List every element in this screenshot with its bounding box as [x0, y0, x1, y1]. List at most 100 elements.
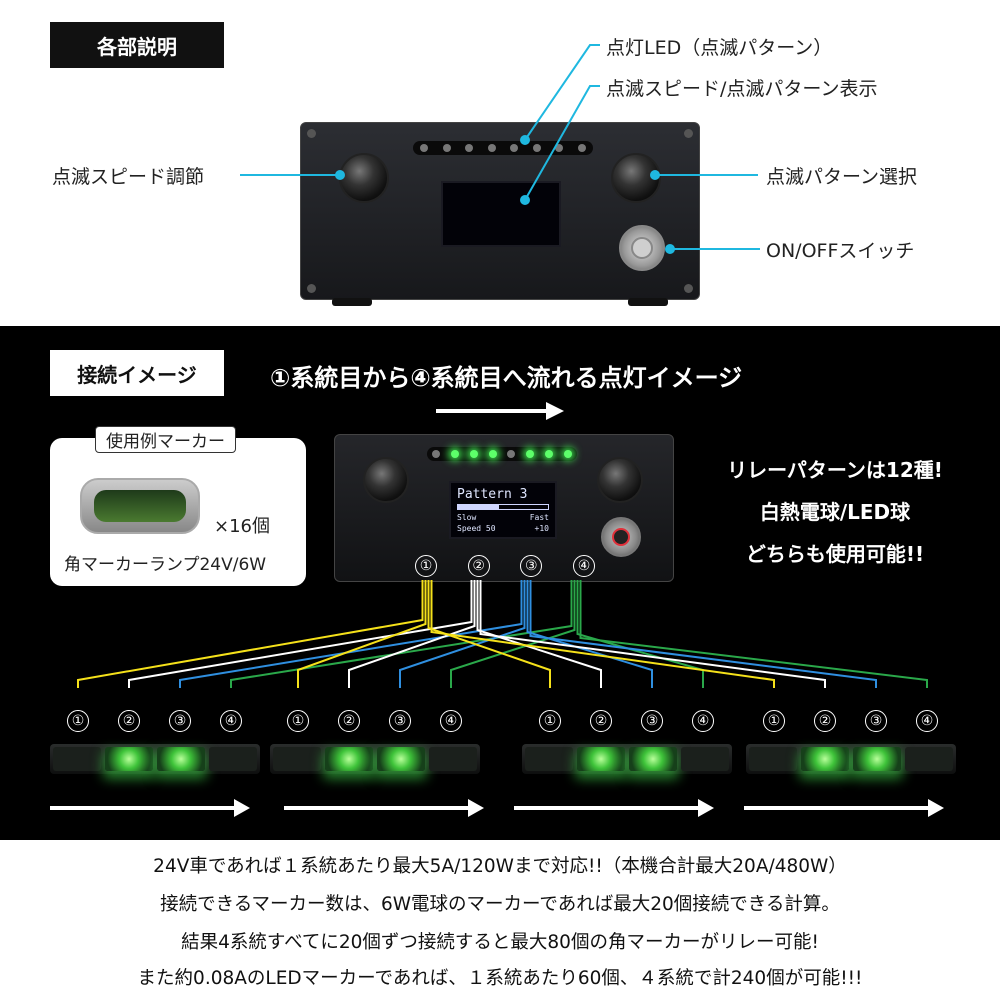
marker-group-label: ③ — [865, 710, 887, 732]
led-indicator — [526, 450, 535, 458]
led-indicator — [532, 144, 541, 152]
led-indicator — [510, 144, 519, 152]
display-screen — [441, 181, 561, 247]
led-indicator — [544, 450, 553, 458]
device-port-label: ④ — [572, 555, 595, 577]
device-port-label: ① — [415, 555, 437, 577]
flow-arrow-icon — [928, 799, 944, 817]
wiring-diagram — [77, 580, 928, 688]
speed-knob[interactable] — [363, 457, 409, 503]
example-multiplier: ×16個 — [214, 516, 270, 537]
marker-lamp — [157, 747, 205, 771]
marker-group-label: ③ — [641, 710, 663, 732]
flow-headline: ①系統目から④系統目へ流れる点灯イメージ — [270, 364, 743, 392]
bottom-text-2: 接続できるマーカー数は、6W電球のマーカーであれば最大20個接続できる計算。 — [160, 894, 840, 915]
callout-lines — [240, 44, 760, 254]
pattern-knob[interactable] — [597, 457, 643, 503]
device-foot — [332, 298, 372, 306]
led-indicator — [488, 450, 497, 458]
device-port-label: ③ — [520, 555, 543, 577]
flow-arrow-icon — [234, 799, 250, 817]
power-switch[interactable] — [619, 225, 665, 271]
led-bar — [413, 141, 593, 155]
screen-pattern: Pattern 3 — [457, 487, 528, 502]
marker-lamp — [681, 747, 729, 771]
marker-strip — [746, 744, 956, 774]
device-foot — [628, 298, 668, 306]
callout-display: 点滅スピード/点滅パターン表示 — [606, 78, 878, 100]
marker-lamp — [749, 747, 797, 771]
led-bar-lit — [427, 447, 577, 461]
marker-lamp — [377, 747, 425, 771]
marker-strip — [270, 744, 480, 774]
marker-group-label: ③ — [389, 710, 411, 732]
relay-pattern-text: リレーパターンは12種! — [727, 458, 943, 482]
callout-pattern: 点滅パターン選択 — [766, 166, 918, 188]
marker-group-label: ② — [118, 710, 140, 732]
led-indicator — [420, 144, 429, 152]
headline-arrow-icon — [436, 402, 564, 420]
led-indicator — [442, 144, 451, 152]
led-indicator — [577, 144, 586, 152]
marker-group-label: ④ — [692, 710, 714, 732]
marker-lamp-image — [80, 478, 200, 534]
wire — [77, 580, 424, 688]
wire — [348, 580, 476, 688]
wire — [576, 580, 704, 688]
flow-arrow-icon — [698, 799, 714, 817]
wire — [476, 580, 602, 688]
flow-arrows — [50, 799, 944, 817]
flow-arrow-icon — [468, 799, 484, 817]
section-title-connection: 接続イメージ — [50, 350, 224, 396]
marker-group-label: ① — [539, 710, 561, 732]
led-indicator — [451, 450, 460, 458]
bottom-text-4: また約0.08AのLEDマーカーであれば、１系統あたり60個、４系統で計240個… — [137, 968, 863, 989]
wire — [399, 580, 526, 688]
screen-offset: +10 — [534, 524, 549, 533]
power-icon — [631, 237, 653, 259]
led-indicator — [507, 450, 516, 458]
oled-screen: Pattern 3 Slow Fast Speed 50 +10 — [449, 481, 557, 539]
marker-group-label: ① — [287, 710, 309, 732]
marker-group-label: ④ — [916, 710, 938, 732]
marker-lamp — [853, 747, 901, 771]
marker-strip — [50, 744, 260, 774]
device-port-label: ② — [467, 555, 490, 577]
marker-group-label: ④ — [220, 710, 242, 732]
marker-lamp — [53, 747, 101, 771]
screen-speed: Speed 50 — [457, 524, 496, 533]
power-switch[interactable] — [601, 517, 641, 557]
wire — [128, 580, 473, 688]
wire — [529, 580, 877, 688]
marker-group-label: ② — [590, 710, 612, 732]
example-box-title: 使用例マーカー — [95, 426, 236, 453]
screw — [307, 129, 316, 138]
screw — [307, 284, 316, 293]
marker-lamp — [105, 747, 153, 771]
led-indicator — [469, 450, 478, 458]
marker-lamp — [905, 747, 953, 771]
callout-led: 点灯LED（点滅パターン） — [606, 37, 833, 59]
marker-lamp — [209, 747, 257, 771]
marker-group-label: ① — [763, 710, 785, 732]
led-indicator — [487, 144, 496, 152]
marker-group-label: ② — [338, 710, 360, 732]
marker-lamp — [577, 747, 625, 771]
wire — [179, 580, 523, 688]
section-title-parts: 各部説明 — [50, 22, 224, 68]
marker-lamp — [801, 747, 849, 771]
callout-switch: ON/OFFスイッチ — [766, 240, 915, 262]
screen-bar — [457, 504, 549, 510]
device-front-dark: Pattern 3 Slow Fast Speed 50 +10 ① ② ③ ④ — [334, 434, 674, 582]
screw — [684, 284, 693, 293]
marker-group-label: ① — [67, 710, 89, 732]
usable-text: どちらも使用可能!! — [745, 542, 925, 566]
led-indicator — [465, 144, 474, 152]
marker-strip — [522, 744, 732, 774]
wire — [526, 580, 653, 688]
marker-lamp — [525, 747, 573, 771]
led-indicator — [563, 450, 572, 458]
screen-slow: Slow — [457, 513, 477, 522]
marker-group-label: ② — [814, 710, 836, 732]
wire — [230, 580, 573, 688]
